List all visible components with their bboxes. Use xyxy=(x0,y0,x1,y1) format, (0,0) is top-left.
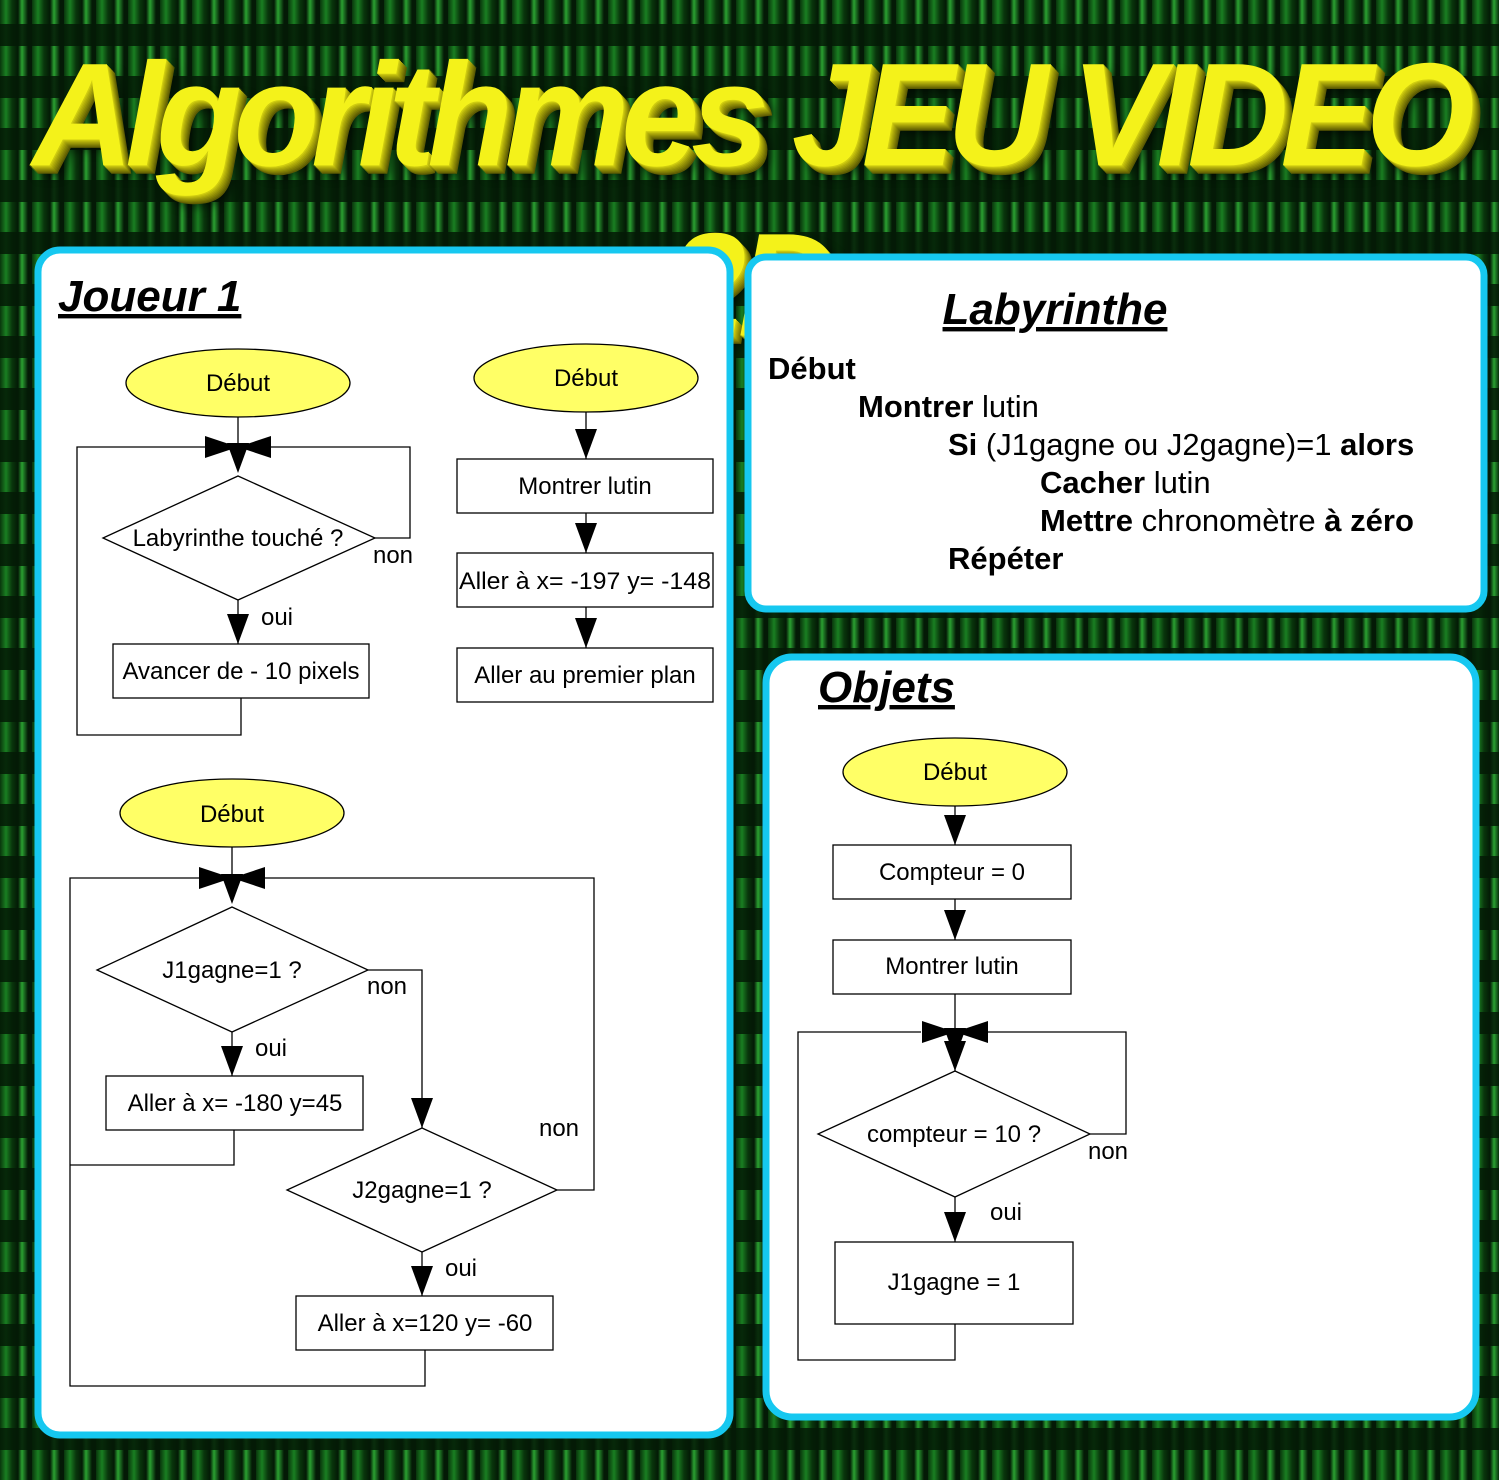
arrow-down-icon xyxy=(944,910,966,940)
loop-line xyxy=(265,877,595,1191)
decision-label: J1gagne=1 ? xyxy=(162,957,301,984)
step-label: Compteur = 0 xyxy=(879,859,1025,886)
no-label: non xyxy=(539,1115,579,1142)
flowchart-objets: Début Compteur = 0 Montrer lutin compteu… xyxy=(797,737,1128,1361)
arrow-down-icon xyxy=(944,1041,966,1071)
labyrinthe-code: Début Montrer lutin Si (J1gagne ou J2gag… xyxy=(768,351,1414,576)
loop-line xyxy=(70,1130,235,1166)
merge-arrow-icon xyxy=(199,867,232,889)
action-node xyxy=(112,643,370,699)
arrow-down-icon xyxy=(227,614,249,644)
arrow-down-icon xyxy=(221,1046,243,1076)
step-label: Aller à x= -197 y= -148 xyxy=(459,568,711,595)
merge-arrow-icon xyxy=(205,436,238,458)
merge-arrow-icon xyxy=(955,1021,988,1043)
start-node xyxy=(119,778,345,848)
yes-label: oui xyxy=(255,1035,287,1062)
start-label: Début xyxy=(554,365,618,392)
decision-label: J2gagne=1 ? xyxy=(352,1177,491,1204)
heading-labyrinthe: Labyrinthe xyxy=(943,285,1168,334)
step-node xyxy=(456,552,714,608)
action-node xyxy=(834,1241,1074,1325)
panel-joueur1 xyxy=(34,246,734,1439)
flowchart-joueur1-victoire: Début J1gagne=1 ? non oui Aller à x= -18… xyxy=(69,778,595,1387)
start-node xyxy=(473,343,699,413)
merge-arrow-icon xyxy=(232,867,265,889)
start-label: Début xyxy=(206,370,270,397)
step-node xyxy=(456,647,714,703)
step-label: Montrer lutin xyxy=(518,473,651,500)
loop-line xyxy=(987,1031,1127,1135)
code-line: Cacher lutin xyxy=(1040,465,1211,500)
no-label: non xyxy=(373,542,413,569)
start-node xyxy=(125,348,351,418)
loop-line xyxy=(271,446,411,539)
connector xyxy=(368,969,423,1128)
no-label: non xyxy=(1088,1138,1128,1165)
poster-title: Algorithmes JEU VIDEO 2D xyxy=(32,32,1475,367)
code-line: Mettre chronomètre à zéro xyxy=(1040,503,1414,538)
start-label: Début xyxy=(923,759,987,786)
arrow-down-icon xyxy=(575,618,597,648)
step-node xyxy=(832,844,1072,900)
loop-line xyxy=(76,446,242,736)
arrow-down-icon xyxy=(944,1212,966,1242)
arrow-down-icon xyxy=(575,523,597,553)
heading-objets: Objets xyxy=(818,663,955,712)
action-label: Aller à x= -180 y=45 xyxy=(128,1090,343,1117)
step-label: Montrer lutin xyxy=(885,953,1018,980)
arrow-down-icon xyxy=(411,1098,433,1128)
code-line: Si (J1gagne ou J2gagne)=1 alors xyxy=(948,427,1414,462)
code-line: Montrer lutin xyxy=(858,389,1039,424)
start-node xyxy=(842,737,1068,807)
arrow-down-icon xyxy=(944,815,966,845)
start-label: Début xyxy=(200,801,264,828)
panel-labyrinthe xyxy=(744,253,1488,613)
arrow-down-icon xyxy=(411,1266,433,1296)
arrow-down-icon xyxy=(221,874,243,904)
arrow-down-icon xyxy=(227,443,249,473)
decision-label: Labyrinthe touché ? xyxy=(133,525,344,552)
step-node xyxy=(832,939,1072,995)
heading-joueur1: Joueur 1 xyxy=(58,272,241,321)
action-label: Avancer de - 10 pixels xyxy=(122,658,359,685)
merge-arrow-icon xyxy=(238,436,271,458)
action-label: Aller à x=120 y= -60 xyxy=(318,1310,533,1337)
arrow-down-icon xyxy=(575,429,597,459)
merge-arrow-icon xyxy=(922,1021,955,1043)
step-node xyxy=(456,458,714,514)
loop-line xyxy=(69,877,426,1387)
action-label: J1gagne = 1 xyxy=(888,1269,1021,1296)
yes-label: oui xyxy=(445,1255,477,1282)
yes-label: oui xyxy=(990,1199,1022,1226)
loop-line xyxy=(797,1031,956,1361)
action-node xyxy=(105,1075,364,1131)
step-label: Aller au premier plan xyxy=(474,662,695,689)
code-line: Début xyxy=(768,351,856,386)
flowchart-joueur1-labyrinthe: Début Labyrinthe touché ? non oui Avance… xyxy=(76,348,413,736)
yes-label: oui xyxy=(261,604,293,631)
action-node xyxy=(295,1295,554,1351)
code-line: Répéter xyxy=(948,541,1063,576)
no-label: non xyxy=(367,973,407,1000)
decision-label: compteur = 10 ? xyxy=(867,1121,1041,1148)
flowchart-joueur1-init: Début Montrer lutin Aller à x= -197 y= -… xyxy=(456,343,714,703)
